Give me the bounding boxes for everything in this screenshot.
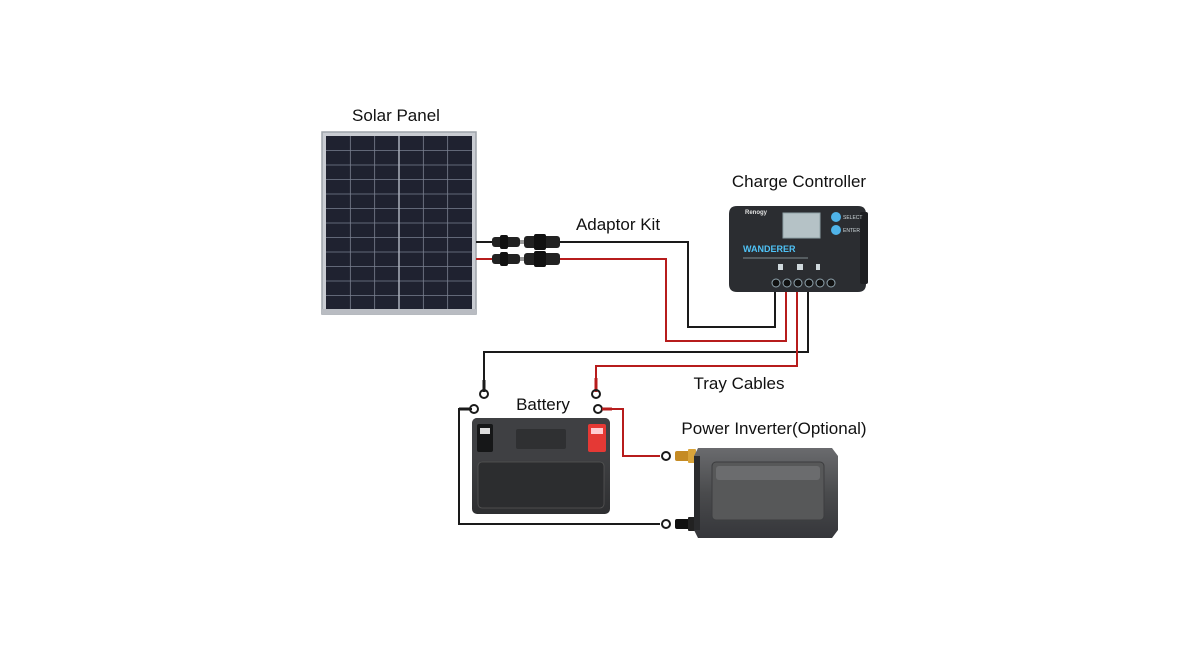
battery-label: Battery: [516, 395, 570, 414]
controller-terminal-screw: [804, 278, 814, 288]
tray-cable-negative: [483, 290, 809, 380]
battery-ring-terminal-negative: [459, 404, 479, 414]
battery-ring-terminal-positive: [593, 404, 612, 414]
battery: [472, 418, 610, 514]
battery-label-recess: [516, 429, 566, 449]
charge-controller-side-tab: [860, 212, 868, 284]
controller-lcd-screen: [782, 212, 821, 239]
charge-controller-label: Charge Controller: [732, 172, 867, 191]
tray-cable-terminal-positive: [591, 378, 601, 399]
solar-panel-cell-grid: [326, 136, 472, 310]
tray-cable-positive: [595, 290, 798, 380]
controller-select-button[interactable]: [831, 212, 841, 222]
adaptor-wire-positive-run: [560, 258, 787, 342]
controller-status-icons: [778, 264, 820, 270]
controller-select-text: SELECT: [843, 215, 862, 221]
controller-terminal-screw: [826, 278, 836, 288]
controller-terminals: [771, 278, 836, 288]
battery-to-inverter-positive: [612, 408, 660, 457]
controller-terminal-screw: [782, 278, 792, 288]
battery-positive-post-cap: [591, 428, 603, 434]
tray-cable-terminal-negative: [479, 380, 489, 399]
inverter-negative-input: [661, 517, 696, 531]
tray-cables-label: Tray Cables: [693, 374, 784, 393]
inverter-top-highlight: [716, 466, 820, 480]
charge-controller: Renogy SELECT ENTER WANDERER: [729, 206, 868, 292]
controller-enter-text: ENTER: [843, 228, 860, 234]
mc4-connector-positive: [492, 251, 560, 267]
battery-negative-post-cap: [480, 428, 490, 434]
inverter-side-fins: [694, 456, 700, 530]
inverter-positive-input: [661, 449, 696, 463]
controller-terminal-screw: [815, 278, 825, 288]
controller-enter-button[interactable]: [831, 225, 841, 235]
controller-model-name: WANDERER: [743, 244, 796, 254]
power-inverter: [661, 448, 838, 538]
solar-panel: [321, 131, 477, 315]
adaptor-kit-label: Adaptor Kit: [576, 215, 660, 234]
controller-brand-logo: Renogy: [745, 210, 768, 216]
controller-terminal-screw: [771, 278, 781, 288]
battery-front-panel: [477, 461, 605, 509]
power-inverter-label: Power Inverter(Optional): [681, 419, 866, 438]
controller-terminal-screw: [793, 278, 803, 288]
mc4-connector-negative: [492, 234, 560, 250]
adaptor-kit-connectors: [492, 234, 560, 267]
solar-panel-bottom-rail: [322, 309, 476, 314]
adaptor-wire-negative-run: [560, 241, 776, 328]
solar-panel-label: Solar Panel: [352, 106, 440, 125]
